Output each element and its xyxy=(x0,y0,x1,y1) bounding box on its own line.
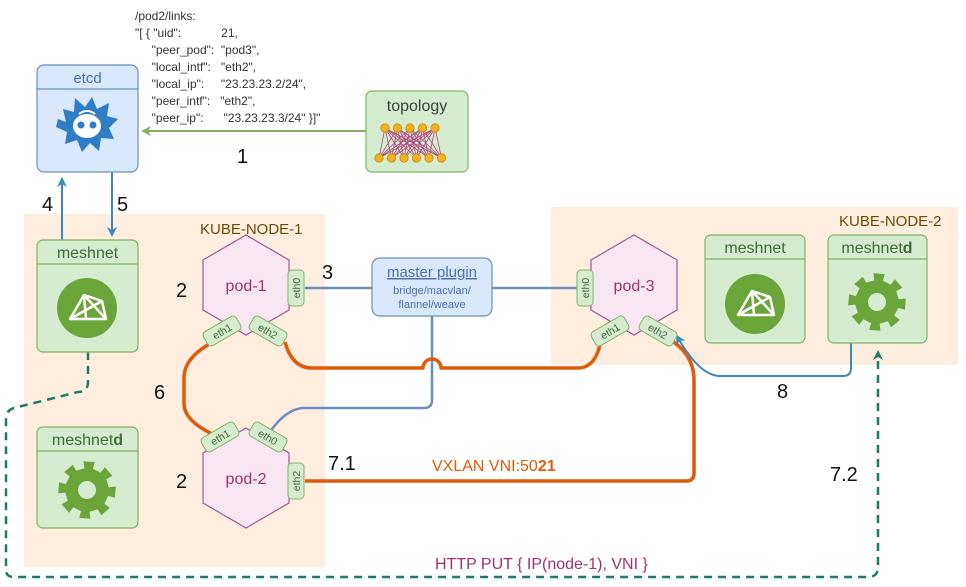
pod-3[interactable]: pod-3 xyxy=(590,234,678,336)
master-plugin-line-1: bridge/macvlan/ xyxy=(393,285,472,297)
pod-2-label: pod-2 xyxy=(226,471,267,488)
http-put-label: HTTP PUT { IP(node-1), VNI } xyxy=(435,556,648,573)
pod-2-eth0-tag[interactable]: eth0 xyxy=(248,421,289,454)
pod-1-label: pod-1 xyxy=(226,278,267,295)
topology-box[interactable]: topology xyxy=(365,90,469,173)
topology-label: topology xyxy=(387,98,448,115)
links-line-4: "local_ip": "23.23.23.2/24", xyxy=(135,77,306,91)
meshnet-icon xyxy=(57,278,117,338)
etcd-icon xyxy=(56,97,118,152)
pod-1-eth1-tag[interactable]: eth1 xyxy=(202,315,243,348)
meshnetd-node2-label: meshnetd xyxy=(841,240,912,257)
links-line-1: "[ { "uid": 21, xyxy=(135,26,238,40)
step-5: 5 xyxy=(117,194,128,216)
links-annotation: /pod2/links: "[ { "uid": 21, "peer_pod":… xyxy=(135,9,320,125)
gear-icon xyxy=(848,273,906,331)
kube-node-2-label: KUBE-NODE-2 xyxy=(839,213,942,230)
master-plugin-title: master plugin xyxy=(387,264,477,281)
links-line-6: "peer_ip": "23.23.23.3/24" }]" xyxy=(135,111,320,125)
step-7-1: 7.1 xyxy=(328,453,356,475)
svg-text:eth0: eth0 xyxy=(291,278,303,299)
gear-icon xyxy=(58,461,116,519)
links-line-5: "peer_intf": "eth2", xyxy=(135,94,255,108)
pod-1-eth0-tag[interactable]: eth0 xyxy=(287,269,305,307)
step-6: 6 xyxy=(154,382,165,404)
topology-graph-icon xyxy=(374,123,447,163)
meshnetd-node2[interactable]: meshnetd xyxy=(827,234,928,344)
svg-text:eth2: eth2 xyxy=(291,471,303,492)
link-pod1-eth2-pod3-eth1 xyxy=(283,339,603,370)
step-8: 8 xyxy=(777,381,788,403)
step-2-pod2: 2 xyxy=(176,471,187,493)
meshnet-cni-node2-label: meshnet xyxy=(724,240,786,257)
meshnet-cni-node2[interactable]: meshnet xyxy=(704,234,806,344)
pod-2-eth1-tag[interactable]: eth1 xyxy=(200,421,241,454)
meshnetd-node1-label: meshnetd xyxy=(52,432,123,449)
svg-text:eth0: eth0 xyxy=(580,278,592,299)
pod-3-eth1-tag[interactable]: eth1 xyxy=(590,315,631,348)
meshnet-cni-node1-label: meshnet xyxy=(57,245,119,262)
etcd-box[interactable]: etcd xyxy=(36,64,139,173)
links-line-3: "local_intf": "eth2", xyxy=(135,60,256,74)
pod-1-eth2-tag[interactable]: eth2 xyxy=(248,315,289,348)
master-plugin-box[interactable]: master plugin bridge/macvlan/ flannel/we… xyxy=(371,257,493,317)
link-pod1-eth1-pod2-eth1 xyxy=(182,338,218,436)
pod-1[interactable]: pod-1 xyxy=(202,234,290,336)
meshnet-cni-node1[interactable]: meshnet xyxy=(36,239,139,353)
http-put-connector xyxy=(4,350,883,579)
pod-3-eth2-tag[interactable]: eth2 xyxy=(638,315,679,348)
step-4: 4 xyxy=(42,194,53,216)
meshnetd-node1[interactable]: meshnetd xyxy=(36,426,139,529)
etcd-label: etcd xyxy=(73,70,101,87)
links-line-0: /pod2/links: xyxy=(135,9,196,23)
pod-3-label: pod-3 xyxy=(614,278,655,295)
pod-2-eth2-tag[interactable]: eth2 xyxy=(287,462,305,500)
master-plugin-line-2: flannel/weave xyxy=(398,299,465,311)
step-2-pod1: 2 xyxy=(176,280,187,302)
step-3: 3 xyxy=(322,262,333,284)
arrow-meshnetd2-to-pod3 xyxy=(675,334,852,377)
vxlan-label: VXLAN VNI:5021 xyxy=(432,458,556,475)
kube-node-1-label: KUBE-NODE-1 xyxy=(200,221,303,238)
step-1: 1 xyxy=(237,146,248,168)
pod-3-eth0-tag[interactable]: eth0 xyxy=(576,269,594,307)
pod-2[interactable]: pod-2 xyxy=(202,427,290,529)
meshnet-icon xyxy=(725,274,785,334)
step-7-2: 7.2 xyxy=(830,464,858,486)
link-master-pod2-eth0 xyxy=(268,316,434,433)
links-line-2: "peer_pod": "pod3", xyxy=(135,43,259,57)
